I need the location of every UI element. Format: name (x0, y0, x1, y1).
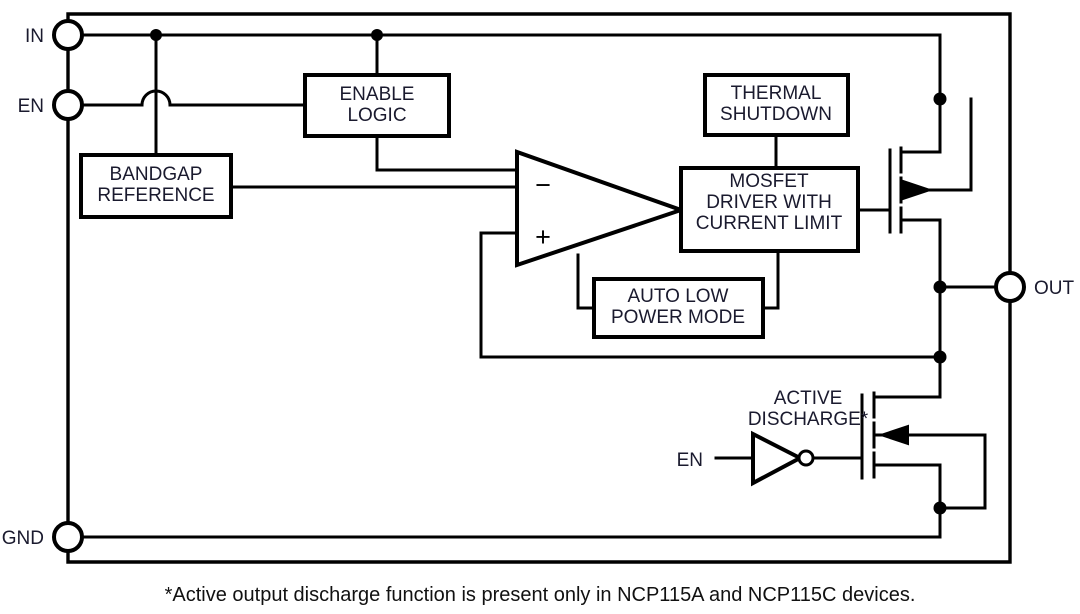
wire-pmos-drain (899, 218, 942, 289)
nmos-body-diode-arrow (877, 424, 909, 446)
thermal-shutdown-line2: SHUTDOWN (720, 104, 832, 125)
figure-caption: *Active output discharge function is pre… (165, 584, 916, 606)
block-bandgap-reference (79, 153, 233, 219)
wire-auto-low-power-to-driver (761, 249, 780, 310)
pin-out-circle[interactable] (994, 271, 1026, 303)
junction-feedback-tap (933, 350, 947, 364)
discharge-inverter (751, 430, 805, 487)
mosfet-driver-line3: CURRENT LIMIT (696, 213, 843, 234)
junction-in-bandgap (150, 29, 162, 41)
inverter-bubble-icon (797, 449, 815, 467)
wire-pmos-bulk (899, 97, 973, 192)
pin-en-label: EN (18, 96, 44, 117)
wire-nmos-bulk (872, 433, 987, 510)
active-discharge-line2: DISCHARGE* (748, 409, 869, 430)
wire-enable-logic-to-amp (375, 134, 519, 172)
bandgap-reference-line2: REFERENCE (97, 185, 214, 206)
mosfet-driver-line2: DRIVER WITH (706, 192, 832, 213)
bandgap-reference-line1: BANDGAP (110, 164, 203, 185)
pin-out-label: OUT (1034, 278, 1075, 299)
amplifier-plus-sign: + (535, 222, 551, 252)
pmos-body-diode-arrow (902, 179, 934, 201)
wire-amp-to-auto-low-power (576, 253, 596, 310)
block-thermal-shutdown (703, 73, 850, 137)
active-discharge-line1: ACTIVE (774, 388, 843, 409)
active-discharge-en-label: EN (677, 450, 703, 471)
error-amplifier (515, 149, 688, 268)
wire-pmos-source (899, 97, 942, 154)
junction-nmos-source (933, 501, 947, 515)
pin-gnd-label: GND (2, 528, 44, 549)
wire-nmos-source (872, 463, 942, 539)
pin-gnd-circle[interactable] (52, 521, 84, 553)
wire-en-hop-arc (140, 89, 172, 107)
enable-logic-line2: LOGIC (347, 105, 406, 126)
block-mosfet-driver (679, 166, 860, 253)
ic-boundary (66, 12, 1012, 564)
pin-in-circle[interactable] (52, 19, 84, 51)
junction-out (933, 280, 947, 294)
mosfet-driver-line1: MOSFET (729, 171, 809, 192)
wire-nmos-drain (872, 355, 942, 399)
thermal-shutdown-line1: THERMAL (731, 83, 822, 104)
pin-in-label: IN (25, 26, 44, 47)
junction-pmos-source (933, 92, 947, 106)
wire-output-feedback (479, 231, 942, 359)
pin-en-circle[interactable] (52, 89, 84, 121)
auto-low-power-line1: AUTO LOW (628, 286, 729, 307)
enable-logic-line1: ENABLE (340, 84, 415, 105)
amplifier-minus-sign: − (535, 170, 551, 200)
junction-in-enable (371, 29, 383, 41)
auto-low-power-line2: POWER MODE (611, 307, 745, 328)
